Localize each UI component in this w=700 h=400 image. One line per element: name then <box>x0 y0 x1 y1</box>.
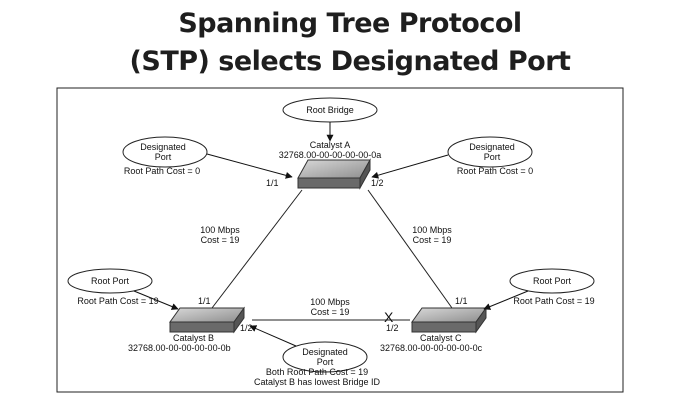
designated-port-left-line2: Port <box>155 152 172 162</box>
root-path-cost-c: Root Path Cost = 19 <box>513 296 594 306</box>
link-ab-cost: Cost = 19 <box>201 235 240 245</box>
blocked-port-marker: X <box>384 309 394 325</box>
link-ab-speed: 100 Mbps <box>200 225 240 235</box>
link-a-c <box>367 189 453 309</box>
switch-catalyst-a <box>297 158 371 190</box>
port-c-1-1: 1/1 <box>455 296 468 306</box>
designated-port-bottom-arrow <box>249 325 297 347</box>
designated-port-left-line1: Designated <box>140 142 186 152</box>
designated-port-right-line2: Port <box>484 152 501 162</box>
designated-port-right-line1: Designated <box>469 142 515 152</box>
root-port-b-arrow <box>133 290 179 310</box>
root-path-cost-a-right: Root Path Cost = 0 <box>457 166 533 176</box>
link-ac-cost: Cost = 19 <box>413 235 452 245</box>
port-a-1-1: 1/1 <box>266 178 279 188</box>
port-b-1-1: 1/1 <box>198 296 211 306</box>
switch-catalyst-c <box>411 306 487 334</box>
note-both-root-path-cost: Both Root Path Cost = 19 <box>266 367 368 377</box>
port-a-1-2: 1/2 <box>371 178 384 188</box>
designated-port-bottom-bubble <box>282 341 368 373</box>
catalyst-b-name: Catalyst B <box>173 333 214 343</box>
designated-port-bottom-line1: Designated <box>302 347 348 357</box>
root-port-c-bubble <box>509 268 595 294</box>
root-port-c-arrow <box>483 290 529 310</box>
catalyst-c-bridge-id: 32768.00-00-00-00-00-0c <box>380 343 483 353</box>
switch-catalyst-b <box>169 306 245 334</box>
link-ac-speed: 100 Mbps <box>412 225 452 235</box>
root-port-b-bubble <box>67 268 153 294</box>
root-port-b-label: Root Port <box>91 276 130 286</box>
page-title-line-1: Spanning Tree Protocol <box>178 8 522 39</box>
designated-port-left-arrow <box>206 153 293 179</box>
note-lowest-bridge-id: Catalyst B has lowest Bridge ID <box>254 377 381 387</box>
designated-port-right-arrow <box>371 154 449 179</box>
designated-port-right-bubble <box>447 136 533 168</box>
root-port-c-label: Root Port <box>533 276 572 286</box>
link-bc-speed: 100 Mbps <box>310 297 350 307</box>
catalyst-a-name: Catalyst A <box>310 140 351 150</box>
root-path-cost-b: Root Path Cost = 19 <box>77 296 158 306</box>
designated-port-left-bubble <box>122 136 208 168</box>
catalyst-c-name: Catalyst C <box>420 333 462 343</box>
root-bridge-label: Root Bridge <box>306 105 354 115</box>
port-c-1-2: 1/2 <box>386 323 399 333</box>
page-title-line-2: (STP) selects Designated Port <box>129 46 571 77</box>
link-a-b <box>211 189 303 309</box>
port-b-1-2: 1/2 <box>240 323 253 333</box>
link-bc-cost: Cost = 19 <box>311 307 350 317</box>
designated-port-bottom-line2: Port <box>317 357 334 367</box>
catalyst-a-bridge-id: 32768.00-00-00-00-00-0a <box>279 150 382 160</box>
root-path-cost-a-left: Root Path Cost = 0 <box>124 166 200 176</box>
catalyst-b-bridge-id: 32768.00-00-00-00-00-0b <box>128 343 231 353</box>
